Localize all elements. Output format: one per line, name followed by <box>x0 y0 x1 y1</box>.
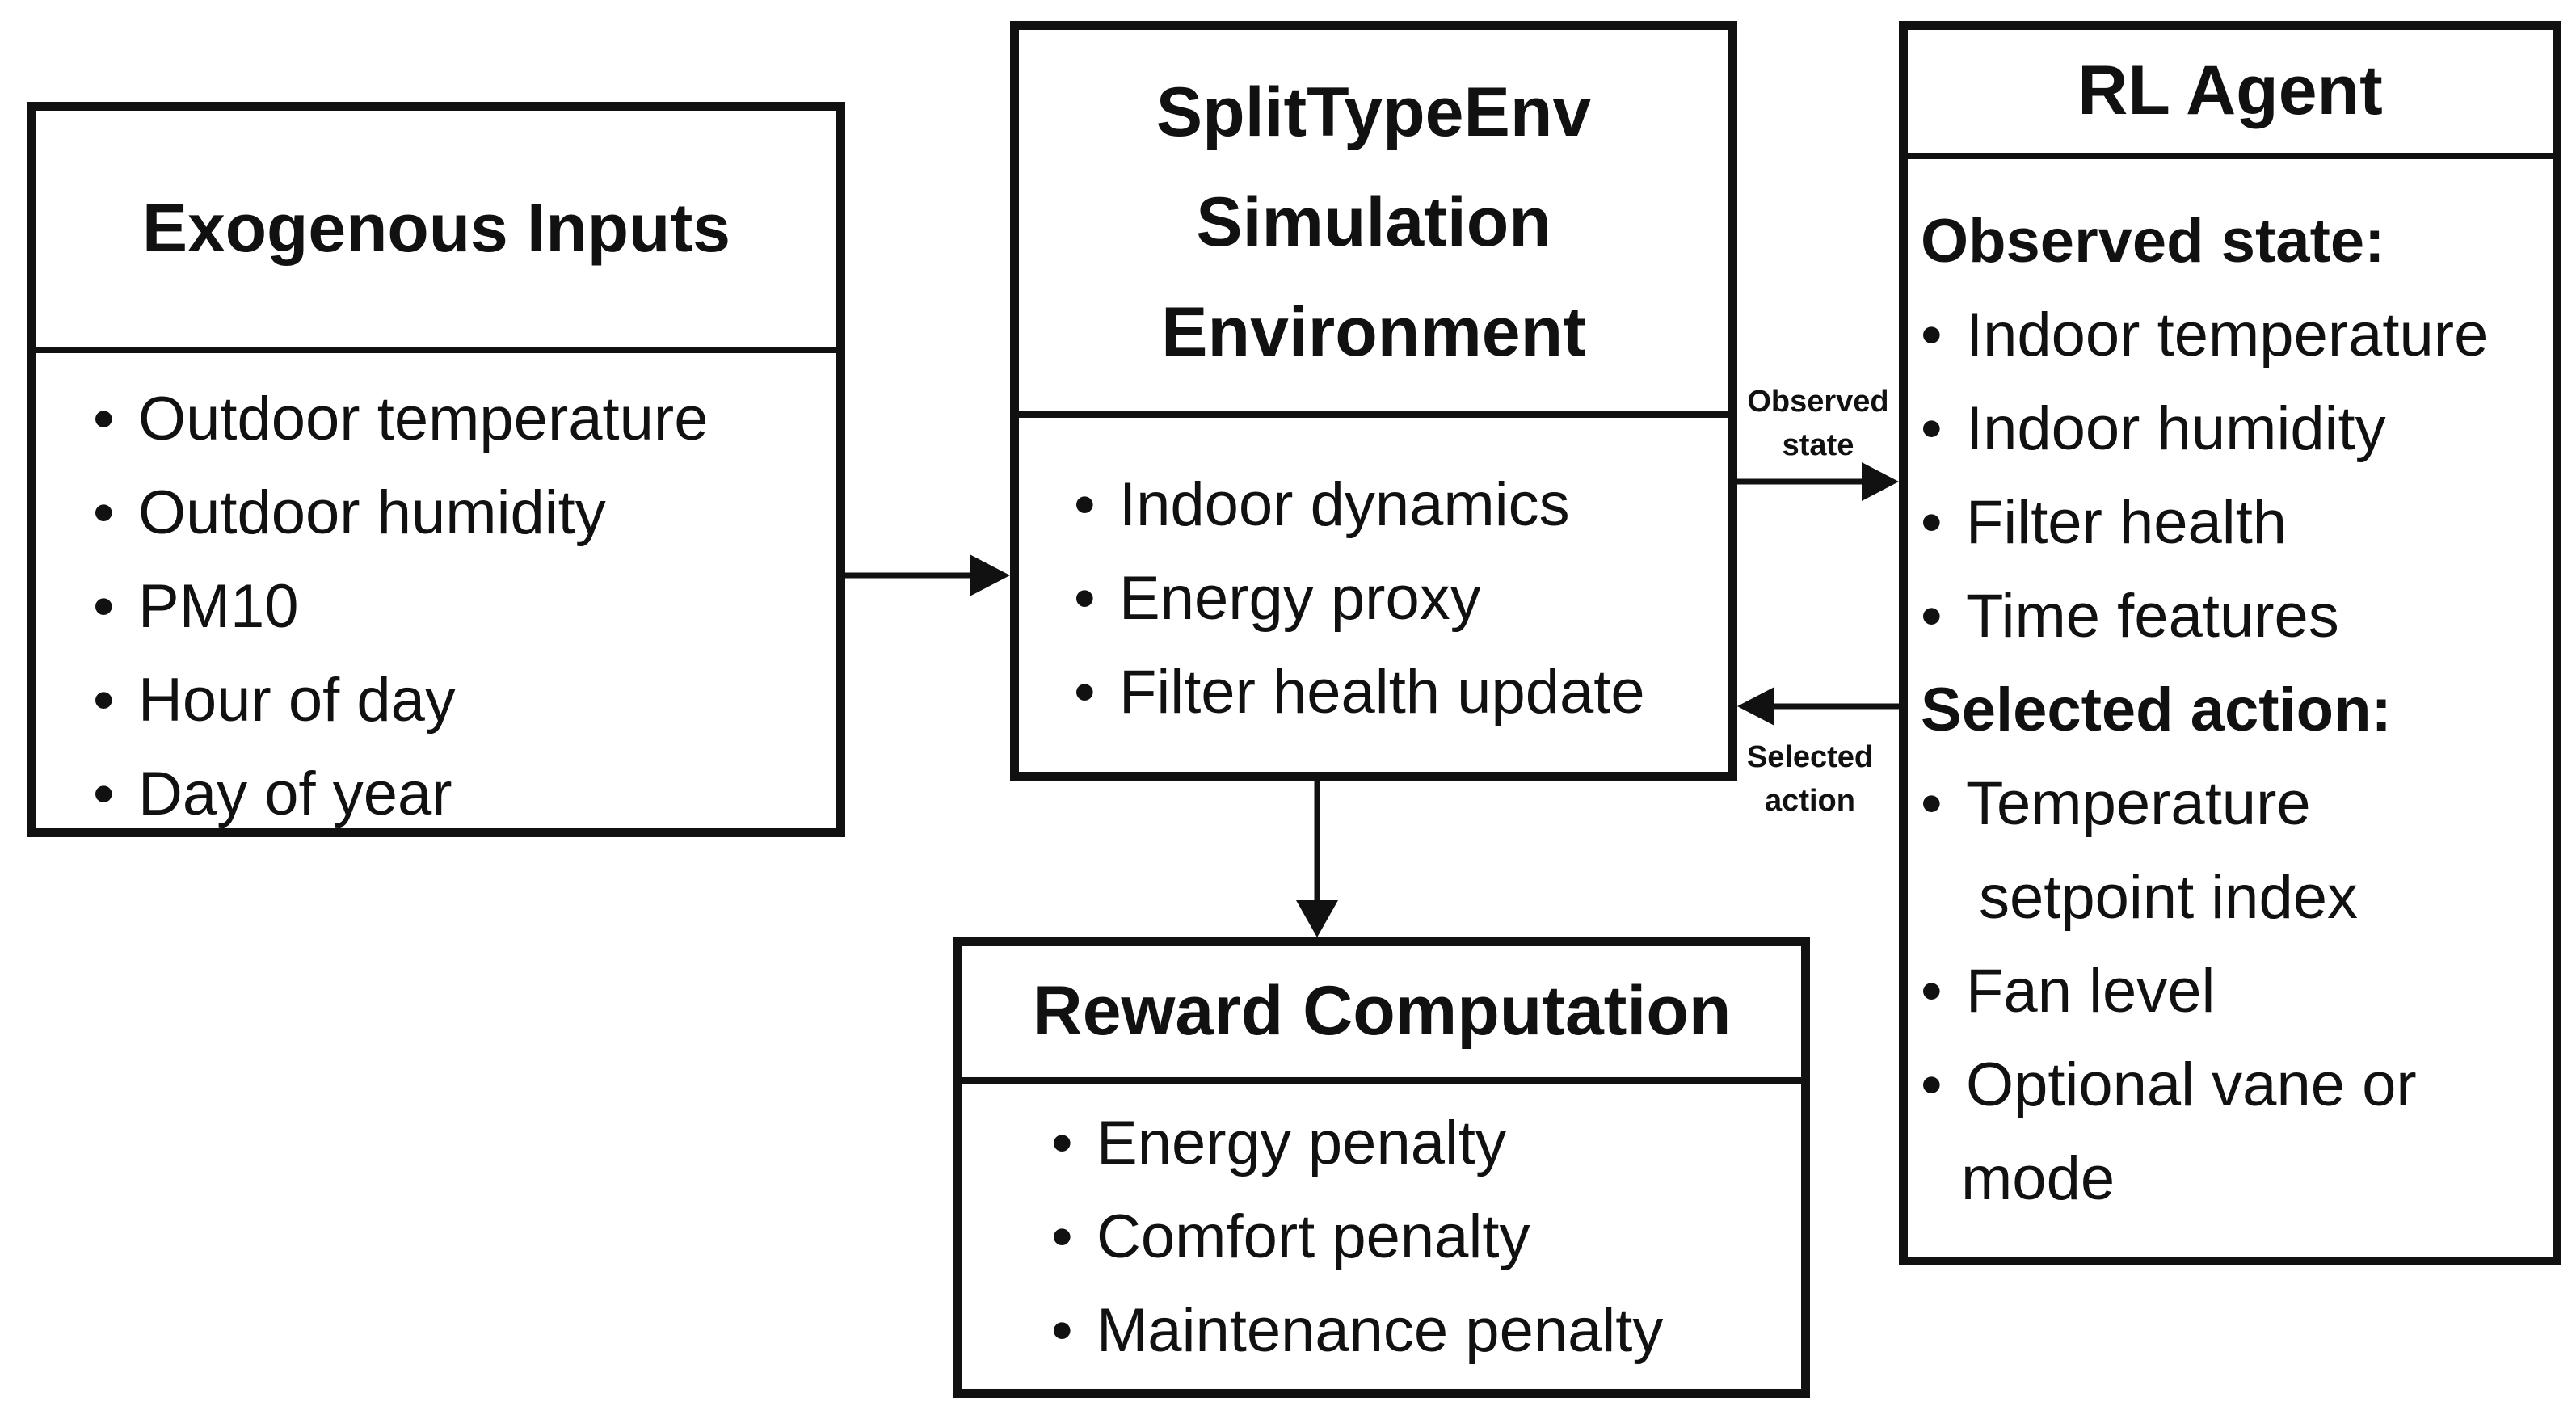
list-item-line: Temperature <box>1966 769 2311 838</box>
list-item: Energy proxy <box>1074 552 1728 646</box>
rl-agent-box: RL Agent Observed state: Indoor temperat… <box>1899 21 2561 1265</box>
selected-action-heading: Selected action: <box>1921 676 2392 744</box>
arrow-observed-state <box>1737 462 1899 501</box>
selected-action-edge-label: Selected action <box>1721 735 1899 823</box>
list-item: Energy penalty <box>1051 1097 1801 1190</box>
edge-label-line: action <box>1765 784 1855 818</box>
simulation-environment-title: SplitTypeEnv Simulation Environment <box>1019 30 1728 418</box>
list-item: Indoor temperature <box>1921 288 2553 382</box>
list-item: PM10 <box>93 560 836 654</box>
selected-action-list: Temperature setpoint index Fan level Opt… <box>1921 757 2553 1226</box>
list-item: Maintenance penalty <box>1051 1284 1801 1378</box>
edge-label-line: Observed <box>1747 385 1889 419</box>
list-item-line: setpoint index <box>1979 863 2358 932</box>
reward-computation-box: Reward Computation Energy penalty Comfor… <box>953 937 1810 1398</box>
list-item-line: Fan level <box>1966 957 2216 1025</box>
arrow-exogenous-to-simulation <box>845 554 1010 596</box>
simulation-environment-box: SplitTypeEnv Simulation Environment Indo… <box>1010 21 1737 781</box>
reward-computation-body: Energy penalty Comfort penalty Maintenan… <box>962 1084 1801 1389</box>
list-item: Comfort penalty <box>1051 1190 1801 1284</box>
reward-computation-list: Energy penalty Comfort penalty Maintenan… <box>1051 1097 1801 1378</box>
exogenous-inputs-list: Outdoor temperature Outdoor humidity PM1… <box>93 373 836 841</box>
list-item: Indoor humidity <box>1921 382 2553 476</box>
simulation-environment-list: Indoor dynamics Energy proxy Filter heal… <box>1074 458 1728 739</box>
exogenous-inputs-title: Exogenous Inputs <box>36 111 836 353</box>
title-line: SplitTypeEnv <box>1155 74 1592 151</box>
list-item: Optional vane or mode <box>1921 1038 2553 1226</box>
rl-agent-title: RL Agent <box>1908 30 2553 159</box>
list-item: Day of year <box>93 748 836 841</box>
list-item: Temperature setpoint index <box>1921 757 2553 945</box>
arrow-selected-action <box>1737 687 1899 726</box>
list-item-line: Optional vane or <box>1966 1051 2417 1119</box>
edge-label-line: Selected <box>1746 740 1874 774</box>
observed-state-heading: Observed state: <box>1921 207 2385 276</box>
list-item: Outdoor humidity <box>93 466 836 560</box>
list-item: Indoor dynamics <box>1074 458 1728 552</box>
list-item: Outdoor temperature <box>93 373 836 466</box>
exogenous-inputs-box: Exogenous Inputs Outdoor temperature Out… <box>27 102 845 841</box>
exogenous-inputs-body: Outdoor temperature Outdoor humidity PM1… <box>36 353 836 841</box>
observed-state-edge-label: Observed state <box>1729 380 1907 467</box>
simulation-environment-body: Indoor dynamics Energy proxy Filter heal… <box>1019 418 1728 772</box>
title-line: Environment <box>1161 293 1586 371</box>
rl-agent-body: Observed state: Indoor temperature Indoo… <box>1908 159 2553 1257</box>
list-item: Time features <box>1921 570 2553 663</box>
list-item-line: mode <box>1961 1144 2115 1213</box>
arrow-simulation-to-reward <box>1296 781 1338 937</box>
list-item: Fan level <box>1921 945 2553 1038</box>
list-item: Filter health update <box>1074 646 1728 739</box>
reward-computation-title: Reward Computation <box>962 946 1801 1084</box>
edge-label-line: state <box>1782 428 1854 462</box>
list-item: Hour of day <box>93 654 836 748</box>
list-item: Filter health <box>1921 476 2553 570</box>
observed-state-list: Indoor temperature Indoor humidity Filte… <box>1921 288 2553 663</box>
title-line: Simulation <box>1196 183 1551 261</box>
